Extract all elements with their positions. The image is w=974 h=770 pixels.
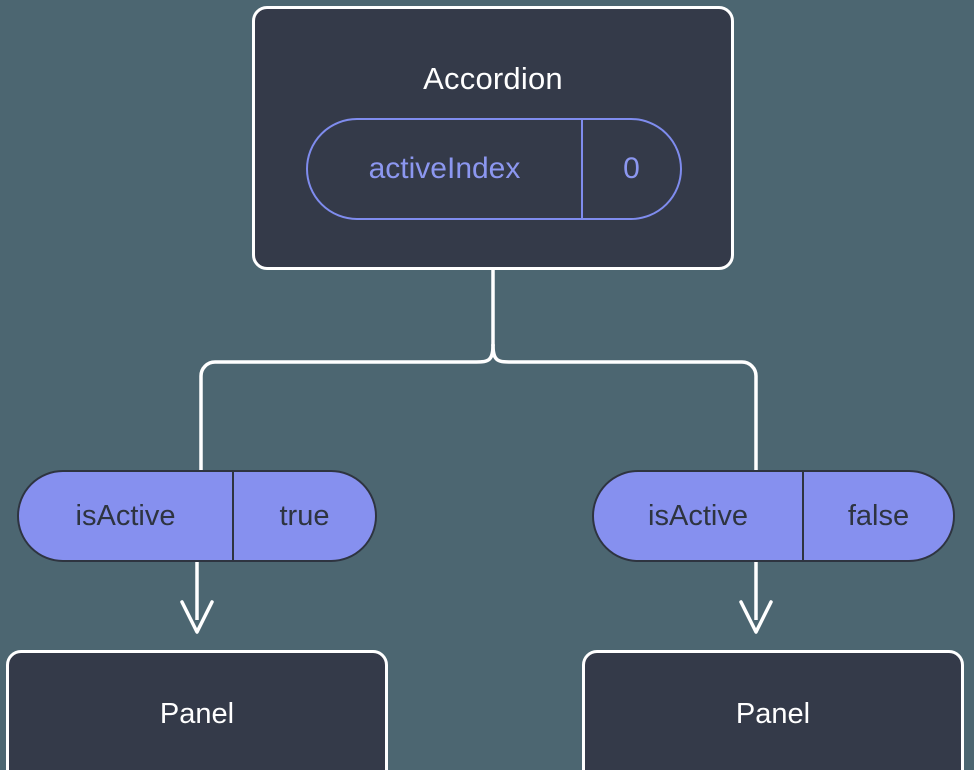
node-accordion[interactable]: Accordion [252, 6, 734, 270]
prop-pill-is-active-right-key: isActive [648, 499, 748, 532]
prop-pill-is-active-right[interactable]: isActive false [592, 470, 955, 562]
prop-pill-active-index[interactable]: activeIndex 0 [306, 118, 682, 220]
prop-pill-is-active-right-value: false [847, 499, 910, 532]
prop-pill-is-active-left-value: true [279, 499, 330, 532]
prop-pill-is-active-left-divider [232, 472, 234, 560]
node-panel-left[interactable]: Panel [6, 650, 388, 770]
node-panel-left-title: Panel [159, 698, 235, 730]
prop-pill-active-index-value: 0 [623, 152, 640, 185]
connector-arrow-right-head [739, 600, 773, 634]
node-panel-right[interactable]: Panel [582, 650, 964, 770]
connector-fork-right [491, 343, 758, 474]
connector-arrow-left-head [180, 600, 214, 634]
connector-fork-left [199, 343, 495, 474]
prop-pill-active-index-key: activeIndex [308, 120, 583, 218]
prop-pill-is-active-left-key: isActive [75, 499, 176, 532]
node-panel-right-title: Panel [735, 698, 811, 730]
prop-pill-is-active-right-divider [802, 472, 804, 560]
node-accordion-title: Accordion [423, 61, 563, 96]
prop-pill-is-active-left[interactable]: isActive true [17, 470, 377, 562]
